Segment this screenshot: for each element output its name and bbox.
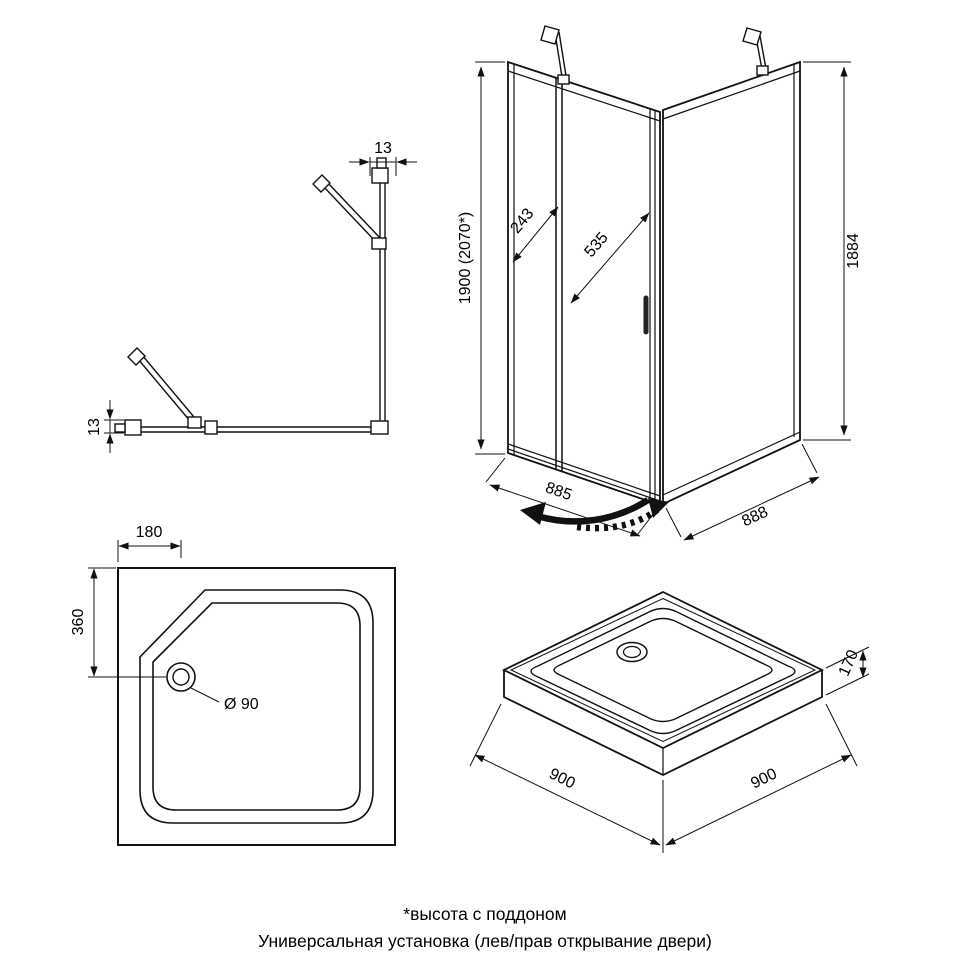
cabin-dimensions	[475, 61, 851, 541]
shower-tray-isometric	[501, 590, 825, 777]
door-swing-arrowhead-right	[648, 498, 669, 518]
shower-tray-top-view	[117, 567, 396, 846]
corner-mount-detail	[114, 157, 389, 436]
wall-brace-right-flag	[742, 27, 762, 46]
bottom-diagonal-strut	[127, 347, 218, 435]
corner-dim-top-label: 13	[374, 140, 392, 157]
door-swing-arrowhead-left	[520, 502, 546, 525]
tray-rim	[139, 589, 374, 824]
left-wall-bracket	[124, 419, 142, 436]
drain-outer	[166, 662, 196, 692]
door-swing-arrow-dashed	[576, 507, 659, 532]
cabin-dim-back-height-label: 1884	[845, 233, 862, 269]
corner-connector	[370, 420, 389, 435]
wall-brace-left-clamp	[557, 74, 570, 85]
cabin-front-panel	[507, 60, 661, 507]
tray-iso-floor	[553, 617, 773, 723]
drain-leader-line	[190, 687, 220, 703]
wall-brace-right-clamp	[756, 65, 769, 76]
tray-iso-dim-width-left-label: 900	[546, 765, 578, 792]
corner-dim-side-label: 13	[86, 418, 103, 436]
tray-iso-dimensions	[469, 646, 870, 853]
door-swing-arrow	[520, 497, 669, 532]
cabin-side-panel	[662, 60, 801, 506]
tray-iso-dim-width-right-label: 900	[748, 765, 780, 792]
wall-brace-left-flag	[540, 25, 560, 45]
corner-detail-dimensions	[104, 157, 417, 453]
cabin-dim-total-height-label: 1900 (2070*)	[457, 212, 474, 305]
wall-brace-left	[540, 25, 570, 85]
strut-wall-flag	[127, 347, 146, 366]
tray-outer-edge	[117, 567, 396, 846]
cabin-dim-front-width-label: 885	[543, 479, 574, 504]
strut-wall-flag	[312, 174, 331, 193]
wall-brace-right	[742, 27, 769, 76]
tray-top-dimensions	[88, 540, 220, 703]
drain-inner	[172, 668, 190, 686]
tray-iso-rim-edge	[509, 597, 817, 743]
door-swing-arrow-solid	[536, 497, 650, 525]
front-top-frame	[507, 70, 661, 122]
top-wall-bracket	[371, 167, 389, 184]
strut-clamp	[371, 237, 387, 250]
drain-diameter-label: Ø 90	[224, 696, 259, 713]
shower-cabin-isometric	[507, 25, 801, 507]
left-wall-bracket-pin	[114, 423, 126, 433]
cabin-dim-side-width-label: 888	[739, 504, 770, 531]
side-top-frame	[662, 70, 801, 120]
top-diagonal-strut	[312, 174, 387, 250]
tray-iso-top	[501, 590, 825, 750]
drain-iso-inner	[622, 645, 642, 659]
tray-floor	[152, 602, 361, 811]
tray-iso-recess	[530, 607, 796, 735]
installation-note: Универсальная установка (лев/прав открыв…	[258, 931, 712, 951]
top-wall-bracket-pin	[376, 157, 387, 169]
tray-dim-drain-x-label: 180	[136, 524, 163, 541]
strut-clamp	[187, 416, 202, 429]
tray-dim-drain-y-label: 360	[70, 609, 87, 636]
height-note: *высота с поддоном	[403, 904, 567, 924]
drain-iso-outer	[616, 641, 648, 663]
profile-connector	[204, 420, 218, 435]
